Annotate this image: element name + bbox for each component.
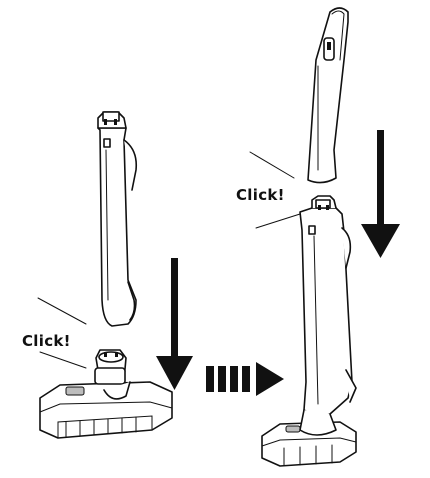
dashed-right-arrow-icon bbox=[206, 362, 284, 396]
click-label-left: Click! bbox=[22, 332, 71, 350]
down-arrow-icon bbox=[156, 258, 193, 390]
assembled-tube-right bbox=[299, 195, 357, 419]
down-arrow-icon bbox=[361, 130, 400, 258]
click-hint-lines-left bbox=[37, 297, 87, 369]
floor-nozzle-left bbox=[39, 349, 173, 439]
handle-tube-left bbox=[97, 111, 138, 327]
handle-right bbox=[307, 7, 349, 184]
floor-nozzle-right bbox=[261, 409, 357, 467]
click-hint-lines-right bbox=[249, 151, 301, 229]
click-label-right: Click! bbox=[236, 186, 285, 204]
